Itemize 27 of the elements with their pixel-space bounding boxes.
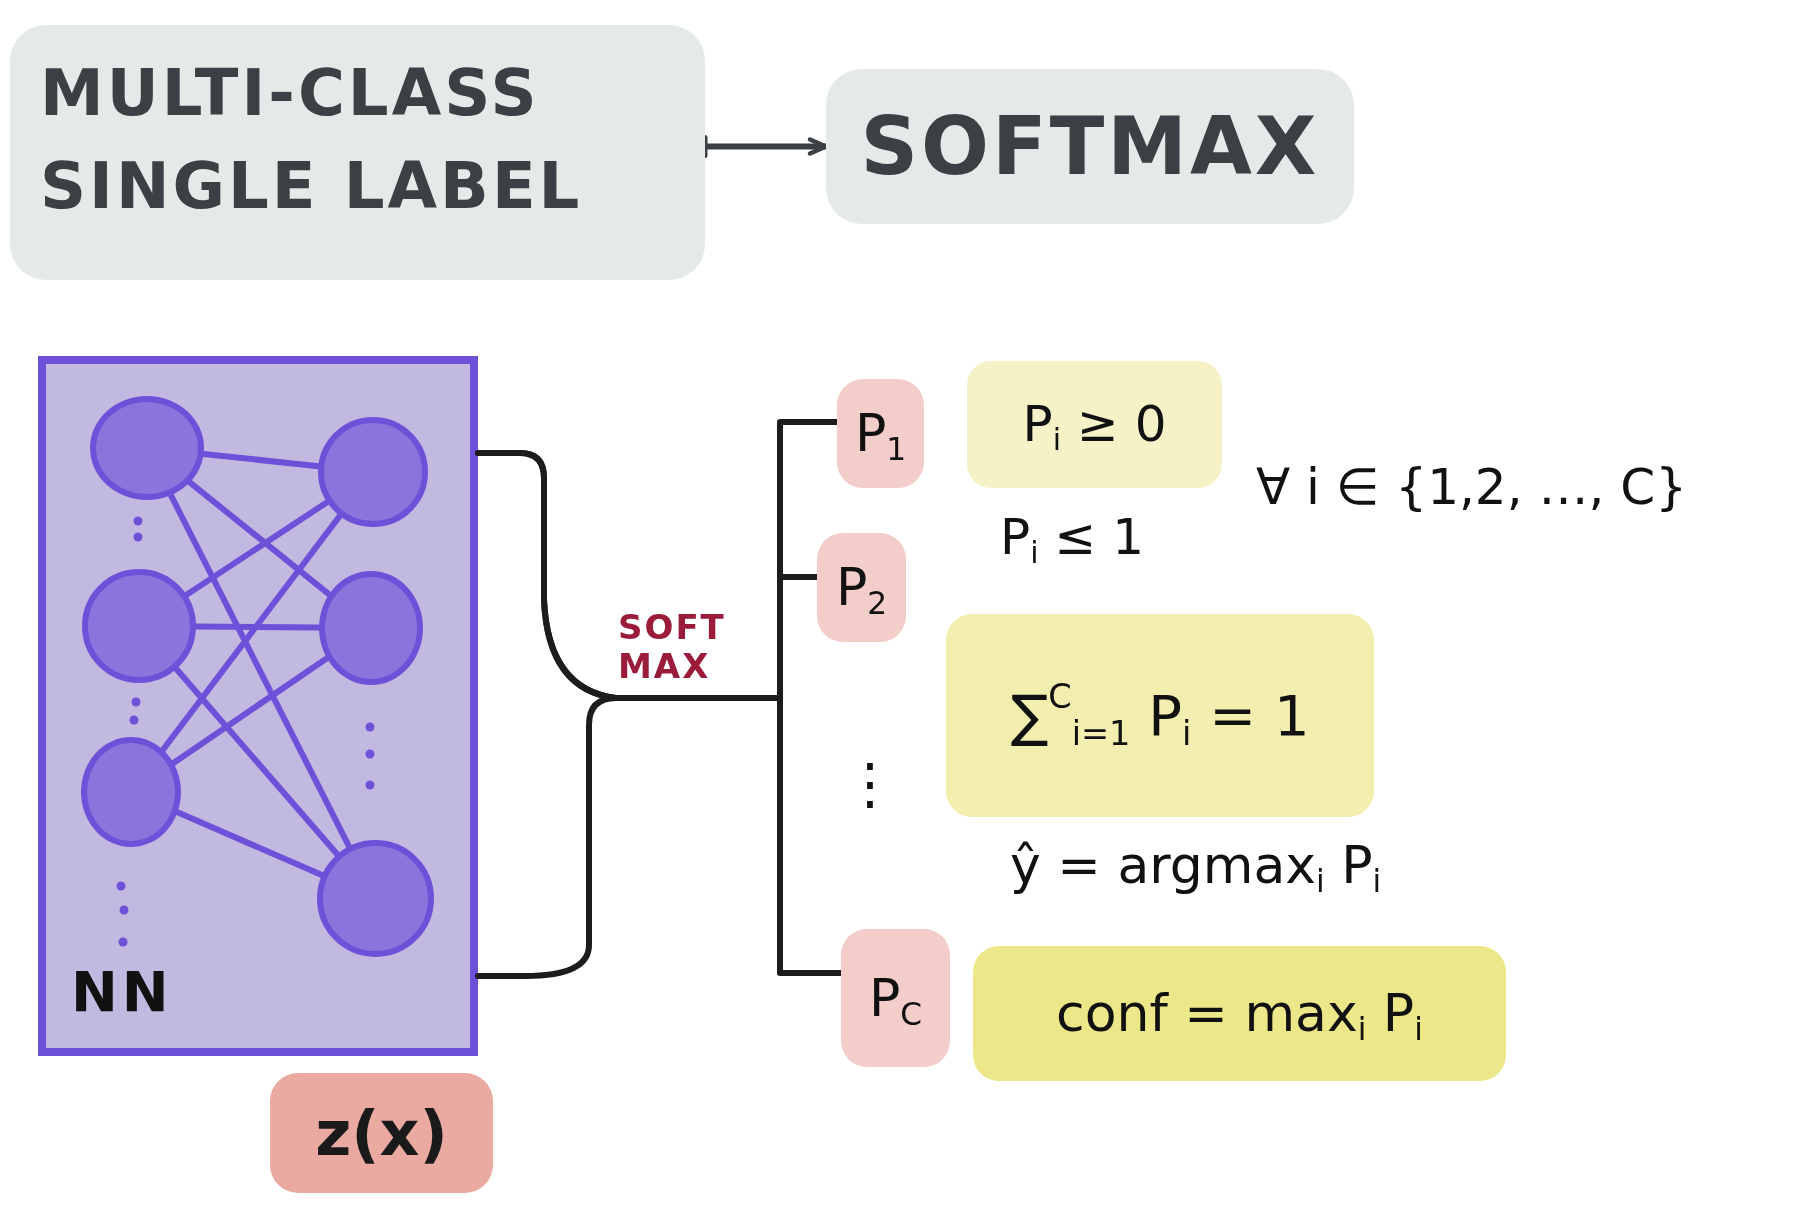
probability-tag: P$_{1}$ (837, 379, 924, 488)
edge-label: SOFT MAX (618, 608, 727, 687)
connection-line (160, 512, 343, 753)
probability-tag: P$_{C}$ (841, 929, 950, 1067)
network-panel (38, 356, 478, 1056)
panel-label: NN (71, 964, 173, 1020)
highlighted-formula: ∑$^{C}$$_{i=1}$ P$_{i}$ = 1 (946, 614, 1374, 817)
connection-line (186, 479, 333, 598)
ellipsis-text: ⋮ (842, 750, 898, 818)
highlighted-formula: conf = max$_{i}$ P$_{i}$ (973, 946, 1506, 1081)
probability-tag: P$_{2}$ (817, 533, 906, 642)
arrow (702, 135, 829, 158)
connection-line (167, 492, 352, 850)
highlighted-term: SOFTMAX (826, 69, 1354, 224)
connection-line (174, 809, 325, 879)
formula-text: ŷ = argmax$_{i}$ P$_{i}$ (1010, 834, 1382, 900)
connection-line (170, 655, 330, 766)
highlighted-expression: z(x) (270, 1073, 493, 1193)
highlighted-formula: P$_{i}$ ≥ 0 (967, 361, 1222, 488)
connection-line (193, 623, 322, 631)
connection-line (183, 499, 331, 598)
connection-line (173, 666, 341, 858)
formula-text: ∀ i ∈ {1,2, …, C} (1256, 457, 1687, 518)
highlighted-heading: MULTI-CLASS SINGLE LABEL (10, 25, 705, 280)
bracket-connector (475, 450, 820, 701)
formula-text: P$_{i}$ ≤ 1 (1000, 507, 1144, 570)
bracket-connector (475, 695, 844, 979)
